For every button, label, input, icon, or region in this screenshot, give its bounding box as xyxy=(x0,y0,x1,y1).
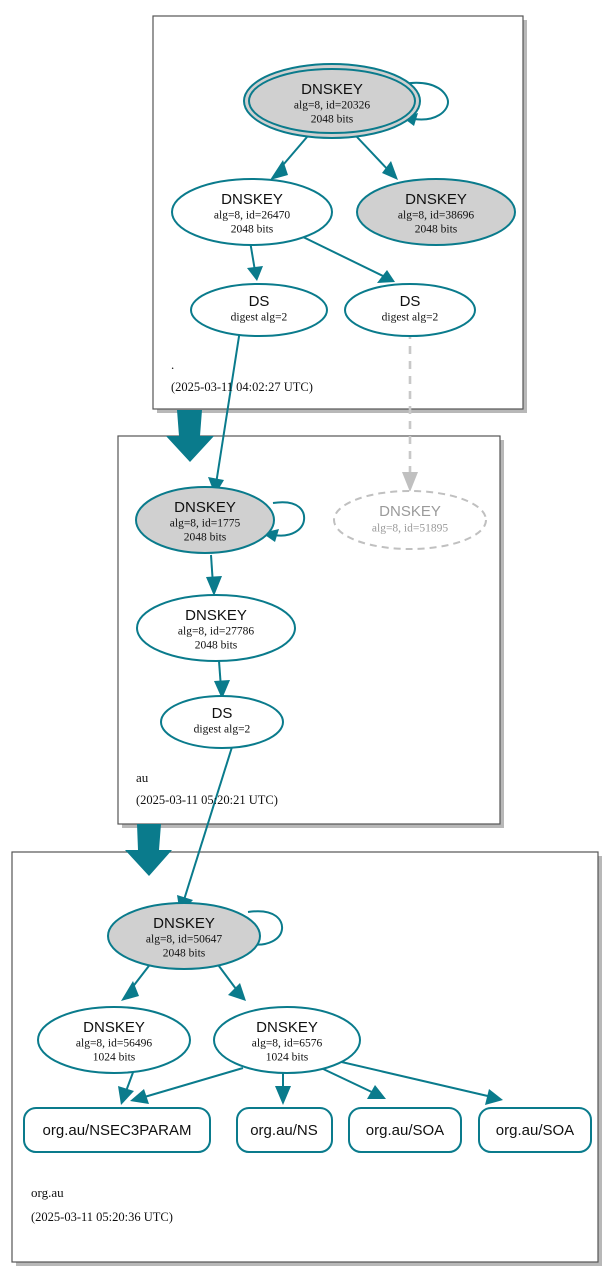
edge-au-zsk-to-ds xyxy=(214,660,230,699)
rrset-soa-1[interactable]: org.au/SOA xyxy=(348,1107,462,1153)
node-title: DS xyxy=(400,293,421,310)
node-title: DNSKEY xyxy=(379,503,441,520)
node-title: DNSKEY xyxy=(153,915,215,932)
rrset-label: org.au/NSEC3PARAM xyxy=(43,1122,192,1139)
node-title: DNSKEY xyxy=(301,81,363,98)
node-line3: 2048 bits xyxy=(231,224,274,236)
node-line2: digest alg=2 xyxy=(231,312,288,324)
edge-root-ksk-to-zsk38696 xyxy=(356,136,398,180)
node-title: DNSKEY xyxy=(221,191,283,208)
node-title: DNSKEY xyxy=(256,1019,318,1036)
node-title: DNSKEY xyxy=(185,607,247,624)
node-title: DNSKEY xyxy=(83,1019,145,1036)
node-line2: digest alg=2 xyxy=(382,312,439,324)
delegation-arrow-root-au xyxy=(166,410,214,462)
zone-timestamp-root: (2025-03-11 04:02:27 UTC) xyxy=(171,380,313,394)
node-line2: alg=8, id=51895 xyxy=(372,523,448,535)
delegation-arrow-au-orgau xyxy=(125,824,172,876)
edge-root-zsk-to-ds2 xyxy=(298,234,395,283)
node-line3: 2048 bits xyxy=(195,640,238,652)
edge-root-zsk-to-ds1 xyxy=(247,240,263,281)
node-root-ds-2[interactable]: DS digest alg=2 xyxy=(344,283,476,337)
node-line3: 1024 bits xyxy=(266,1052,309,1064)
node-root-zsk-38696[interactable]: DNSKEY alg=8, id=38696 2048 bits xyxy=(356,178,516,246)
rrset-nsec3param[interactable]: org.au/NSEC3PARAM xyxy=(23,1107,211,1153)
edge-root-ds2-to-au-bogus xyxy=(402,331,418,492)
node-line2: alg=8, id=50647 xyxy=(146,934,222,946)
node-line2: digest alg=2 xyxy=(194,724,251,736)
zone-label-root: . xyxy=(171,357,174,372)
node-orgau-ksk-50647[interactable]: DNSKEY alg=8, id=50647 2048 bits xyxy=(107,902,261,970)
node-line3: 2048 bits xyxy=(163,948,206,960)
node-orgau-zsk-56496[interactable]: DNSKEY alg=8, id=56496 1024 bits xyxy=(37,1006,191,1074)
rrset-label: org.au/NS xyxy=(250,1122,318,1139)
node-line2: alg=8, id=6576 xyxy=(252,1038,323,1050)
node-au-zsk-27786[interactable]: DNSKEY alg=8, id=27786 2048 bits xyxy=(136,594,296,662)
node-line2: alg=8, id=56496 xyxy=(76,1038,152,1050)
zone-label-orgau: org.au xyxy=(31,1185,64,1200)
node-line2: alg=8, id=27786 xyxy=(178,626,254,638)
edge-zsk6576-to-soa1 xyxy=(318,1066,386,1099)
zone-timestamp-au: (2025-03-11 05:20:21 UTC) xyxy=(136,793,278,807)
node-root-ksk[interactable]: DNSKEY alg=8, id=20326 2048 bits xyxy=(243,63,421,139)
edge-zsk6576-to-soa2 xyxy=(332,1059,503,1105)
zone-timestamp-orgau: (2025-03-11 05:20:36 UTC) xyxy=(31,1210,173,1224)
node-title: DNSKEY xyxy=(174,499,236,516)
node-title: DNSKEY xyxy=(405,191,467,208)
edge-root-ksk-to-zsk26470 xyxy=(270,136,308,180)
node-line3: 2048 bits xyxy=(311,114,354,126)
zone-label-au: au xyxy=(136,770,149,785)
rrset-soa-2[interactable]: org.au/SOA xyxy=(478,1107,592,1153)
node-line2: alg=8, id=26470 xyxy=(214,210,290,222)
node-line2: alg=8, id=38696 xyxy=(398,210,474,222)
node-title: DS xyxy=(249,293,270,310)
node-au-bogus-51895[interactable]: DNSKEY alg=8, id=51895 xyxy=(333,490,487,550)
node-line3: 1024 bits xyxy=(93,1052,136,1064)
edge-root-ds1-to-au-ksk xyxy=(208,329,241,495)
edge-zsk6576-to-nsec3param xyxy=(130,1067,244,1104)
node-line2: alg=8, id=1775 xyxy=(170,518,241,530)
node-au-ds[interactable]: DS digest alg=2 xyxy=(160,695,284,749)
node-line2: alg=8, id=20326 xyxy=(294,100,370,112)
node-root-zsk-26470[interactable]: DNSKEY alg=8, id=26470 2048 bits xyxy=(171,178,333,246)
rrset-label: org.au/SOA xyxy=(366,1122,444,1139)
rrset-label: org.au/SOA xyxy=(496,1122,574,1139)
rrset-ns[interactable]: org.au/NS xyxy=(236,1107,333,1153)
node-au-ksk-1775[interactable]: DNSKEY alg=8, id=1775 2048 bits xyxy=(135,486,275,554)
node-line3: 2048 bits xyxy=(415,224,458,236)
node-title: DS xyxy=(212,705,233,722)
edge-au-ksk-to-zsk xyxy=(206,554,222,596)
node-orgau-zsk-6576[interactable]: DNSKEY alg=8, id=6576 1024 bits xyxy=(213,1006,361,1074)
node-root-ds-1[interactable]: DS digest alg=2 xyxy=(190,283,328,337)
node-line3: 2048 bits xyxy=(184,532,227,544)
